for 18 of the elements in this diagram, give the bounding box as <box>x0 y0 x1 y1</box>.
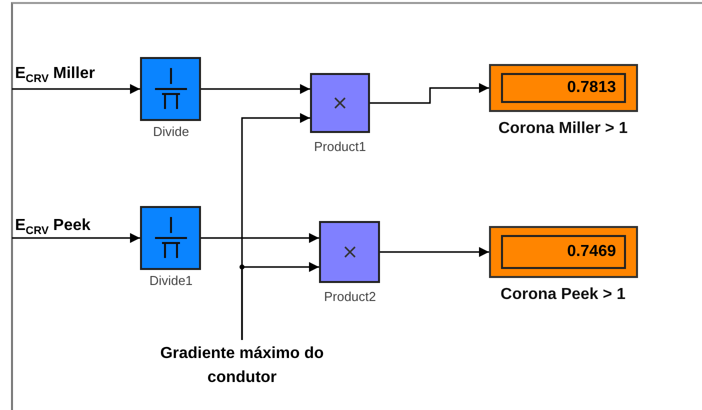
block-label: Divide <box>152 124 190 139</box>
block-label: Product2 <box>322 289 378 304</box>
arrow <box>12 84 140 94</box>
arrow <box>241 262 319 340</box>
block-label: Corona Miller > 1 <box>497 120 629 138</box>
input-label: E$_{CRV}$ Miller <box>15 64 95 88</box>
arrow <box>201 233 319 243</box>
block-label: Corona Peek > 1 <box>500 286 626 304</box>
value-readout: 0.7469 <box>501 235 626 269</box>
arrow <box>12 233 140 243</box>
value-readout: 0.7813 <box>501 73 626 103</box>
block-label: Product1 <box>312 139 368 154</box>
input-label: E$_{CRV}$ Peek <box>15 216 91 240</box>
arrow <box>201 84 310 94</box>
block-label: Divide1 <box>148 273 194 288</box>
arrow <box>370 83 489 104</box>
input-label: Gradiente máximo do condutor <box>159 344 325 388</box>
arrow <box>380 247 489 257</box>
